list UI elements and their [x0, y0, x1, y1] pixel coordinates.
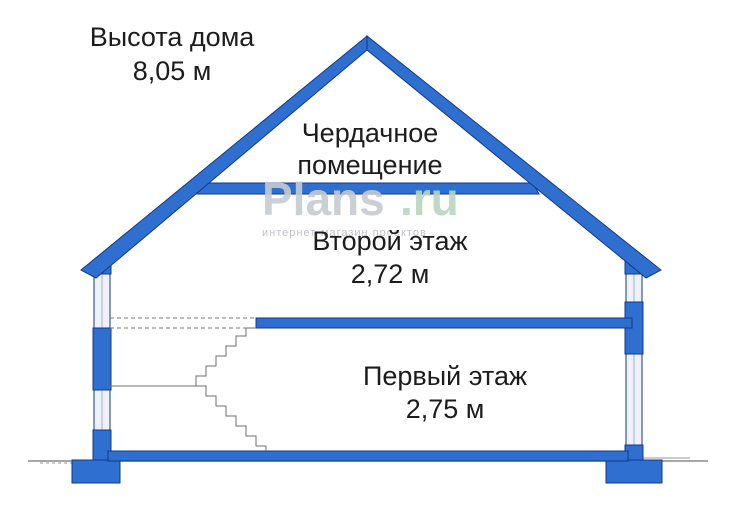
wall-right [625, 264, 643, 462]
foundation [71, 459, 663, 484]
second-floor-slab [255, 317, 633, 329]
plans-watermark: Plans .ru интернет-магазин проектов [262, 173, 459, 239]
first-floor-height: 2,75 м [406, 394, 485, 424]
house-height-title: Высота дома [90, 22, 256, 52]
attic-label-line2: помещение [297, 150, 442, 180]
watermark-brand-suffix: .ru [400, 173, 459, 225]
watermark-tagline: интернет-магазин проектов [262, 227, 427, 239]
first-floor-slab [107, 450, 629, 462]
stair-opening [110, 317, 256, 329]
wall-blocks [92, 259, 644, 461]
staircase [110, 327, 267, 451]
house-height-value: 8,05 м [133, 56, 212, 86]
attic-label-line1: Чердачное [302, 118, 439, 148]
first-floor-name: Первый этаж [363, 361, 527, 391]
second-floor-name: Второй этаж [312, 226, 467, 256]
watermark-brand: Plans [262, 173, 385, 225]
second-floor-height: 2,72 м [351, 259, 430, 289]
